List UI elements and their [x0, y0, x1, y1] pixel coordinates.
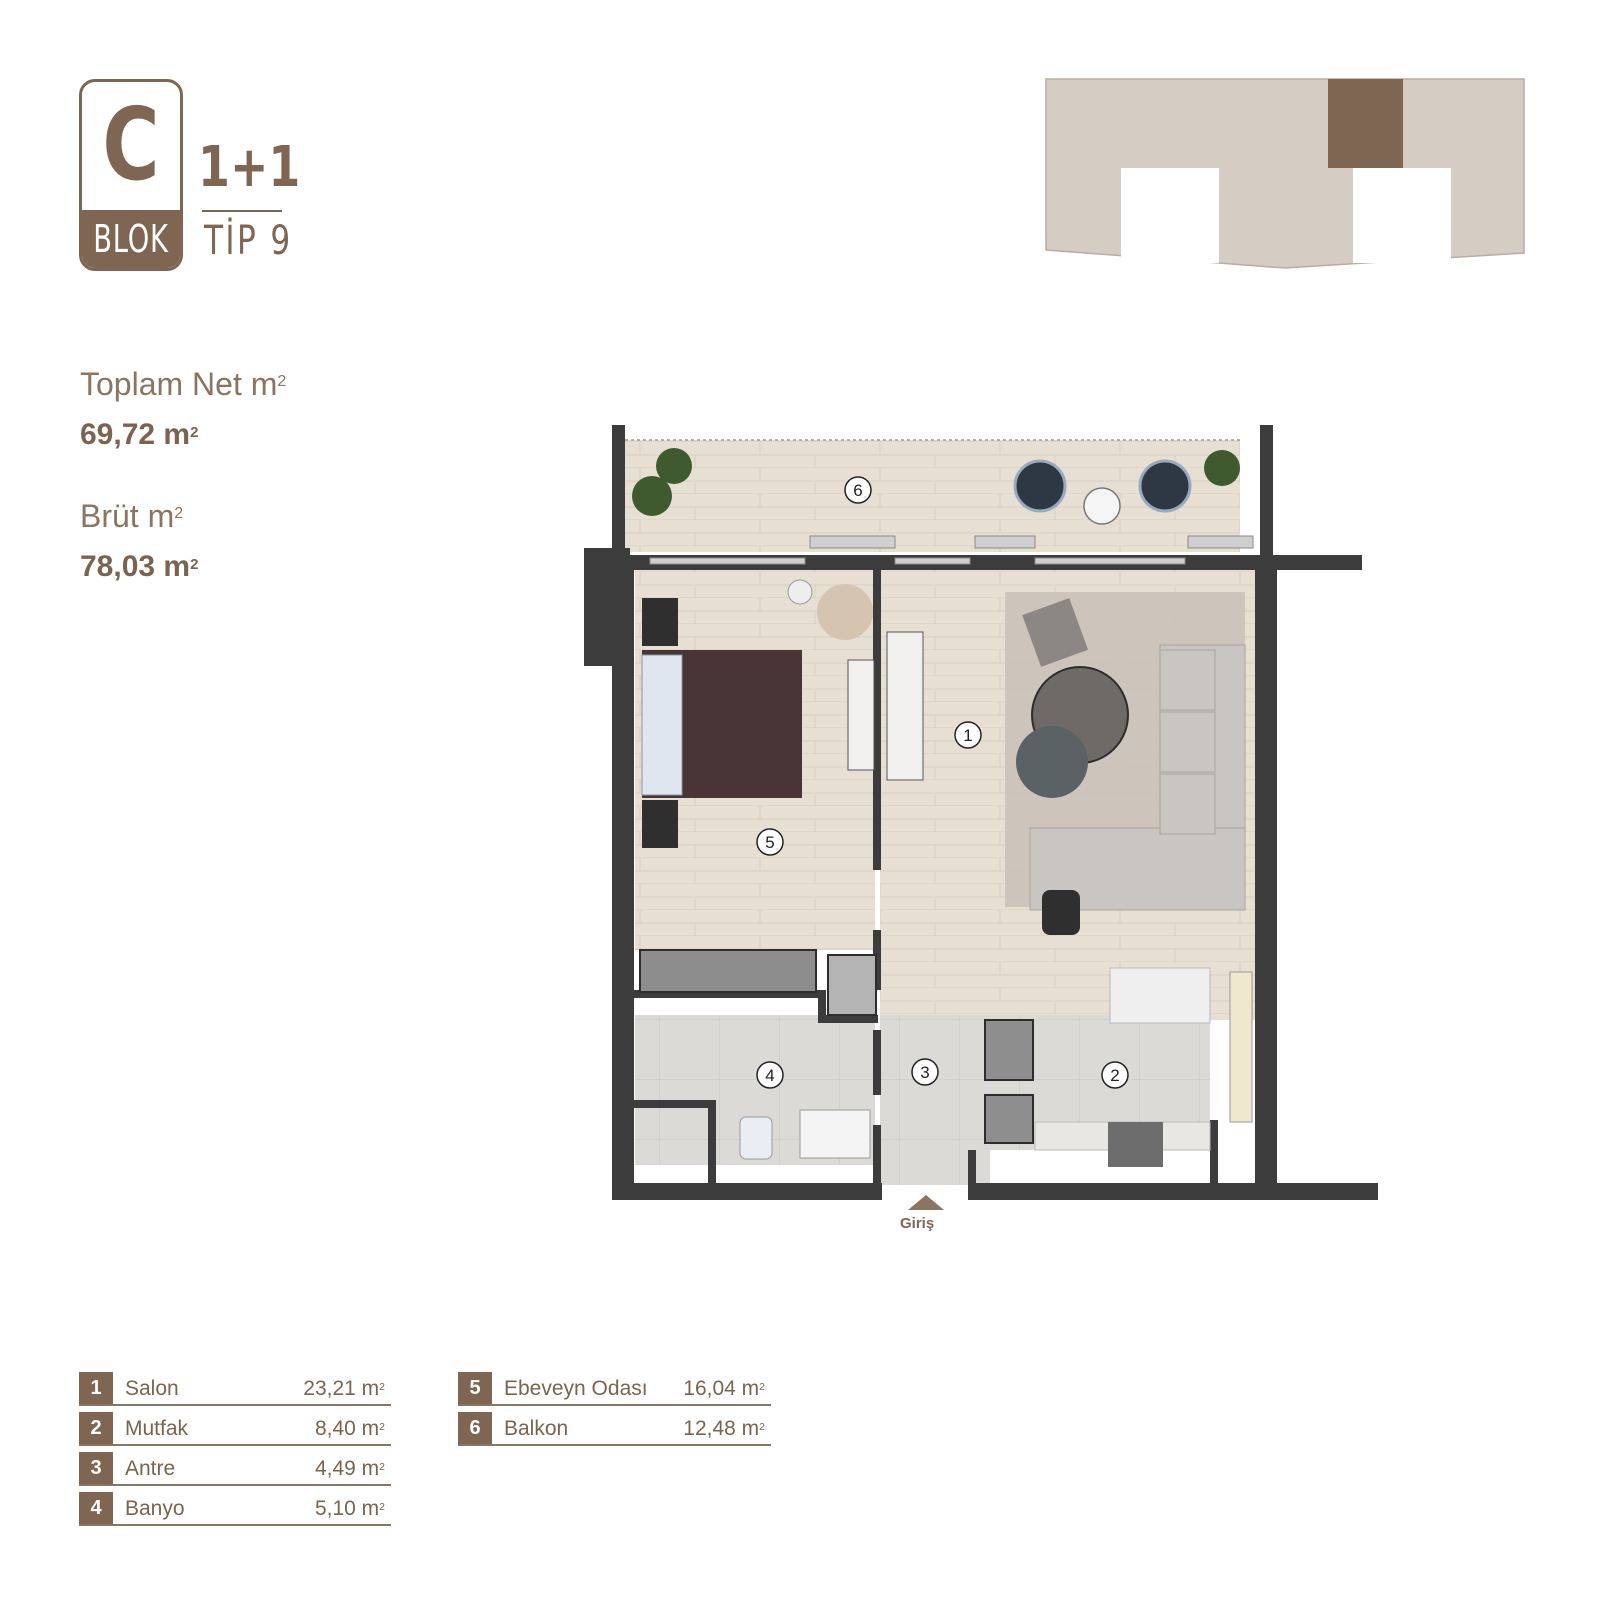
legend-row: 5 Ebeveyn Odası 16,04 m2 — [458, 1372, 771, 1406]
sofa — [1029, 644, 1246, 911]
net-area-label: Toplam Net m2 — [80, 366, 287, 402]
legend-row: 3 Antre 4,49 m2 — [79, 1452, 391, 1486]
bathtub — [799, 1109, 871, 1159]
unit-tip: TİP 9 — [204, 218, 293, 264]
legend-room-name: Banyo — [125, 1497, 185, 1520]
gross-area-label: Brüt m2 — [80, 498, 184, 534]
legend-room-name: Mutfak — [125, 1417, 189, 1440]
room-marker-6: 6 — [844, 476, 872, 504]
legend-number: 6 — [458, 1412, 492, 1444]
plant-1 — [656, 448, 692, 484]
unit-divider — [202, 210, 282, 212]
legend-room-name: Balkon — [504, 1417, 569, 1440]
key-plan-courtyard-right — [1353, 168, 1451, 263]
legend-room-name: Antre — [125, 1457, 176, 1480]
key-plan-courtyard-left — [1121, 168, 1219, 263]
block-word: BLOK — [93, 217, 169, 261]
legend-row: 2 Mutfak 8,40 m2 — [79, 1412, 391, 1446]
tv-console — [886, 631, 924, 781]
legend-room-area: 23,21 m2 — [303, 1377, 385, 1400]
toilet — [739, 1116, 773, 1160]
svg-text:6: 6 — [853, 481, 862, 500]
legend-room-name: Salon — [125, 1377, 179, 1400]
room-marker-4: 4 — [756, 1061, 784, 1089]
svg-text:4: 4 — [765, 1066, 774, 1085]
balcony-floor — [625, 440, 1240, 552]
block-word-bar: BLOK — [82, 210, 180, 268]
lounge-chair — [1022, 598, 1089, 667]
balcony-table — [1083, 487, 1121, 525]
balcony-chair-left — [1013, 459, 1067, 513]
cooktop — [1108, 1122, 1163, 1167]
legend-room-area: 8,40 m2 — [314, 1417, 385, 1440]
pouf — [1042, 890, 1080, 935]
legend-number: 5 — [458, 1372, 492, 1404]
fridge — [984, 1019, 1034, 1081]
pillows — [641, 654, 683, 796]
legend-room-name: Ebeveyn Odası — [504, 1377, 648, 1400]
legend-room-area: 12,48 m2 — [683, 1417, 765, 1440]
entry-label: Giriş — [900, 1215, 935, 1232]
entry-arrow-icon — [908, 1195, 944, 1210]
room-marker-5: 5 — [756, 828, 784, 856]
nightstand-top — [642, 598, 678, 646]
windows — [649, 535, 1254, 565]
svg-text:2: 2 — [1110, 1066, 1119, 1085]
gross-area-value: 78,03 m2 — [80, 550, 199, 583]
closet — [827, 954, 877, 1016]
side-table — [1016, 726, 1088, 798]
balcony-chair-right — [1138, 459, 1192, 513]
floor-plan: 1 2 3 4 5 6 — [584, 425, 1378, 1210]
nightstand-bottom — [642, 800, 678, 848]
room-marker-1: 1 — [954, 721, 982, 749]
legend-row: 1 Salon 23,21 m2 — [79, 1372, 391, 1406]
plant-2 — [632, 476, 672, 516]
key-plan-outline — [1045, 78, 1525, 269]
plant-3 — [1204, 450, 1240, 486]
legend-number: 4 — [79, 1492, 113, 1524]
tall-units — [1229, 971, 1253, 1123]
svg-text:5: 5 — [765, 833, 774, 852]
bedroom-console — [847, 659, 875, 771]
block-badge: C BLOK — [79, 79, 183, 271]
kitchen-island — [1109, 967, 1211, 1024]
bedroom-side-table — [787, 579, 813, 605]
legend-room-area: 4,49 m2 — [314, 1457, 385, 1480]
legend-number: 1 — [79, 1372, 113, 1404]
svg-text:3: 3 — [920, 1063, 929, 1082]
unit-type: 1+1 — [198, 135, 301, 200]
legend-row: 6 Balkon 12,48 m2 — [458, 1412, 771, 1446]
room-marker-3: 3 — [911, 1058, 939, 1086]
key-plan-unit-highlight — [1328, 79, 1403, 168]
legend-room-area: 5,10 m2 — [314, 1497, 385, 1520]
block-letter: C — [102, 86, 160, 203]
armchair — [817, 584, 873, 640]
room-marker-2: 2 — [1101, 1061, 1129, 1089]
svg-text:1: 1 — [963, 726, 972, 745]
legend-number: 2 — [79, 1412, 113, 1444]
oven — [984, 1094, 1034, 1144]
legend-row: 4 Banyo 5,10 m2 — [79, 1492, 391, 1526]
wardrobe — [639, 949, 817, 993]
legend-number: 3 — [79, 1452, 113, 1484]
net-area-value: 69,72 m2 — [80, 418, 199, 451]
legend-room-area: 16,04 m2 — [683, 1377, 765, 1400]
key-plan — [1045, 78, 1525, 269]
